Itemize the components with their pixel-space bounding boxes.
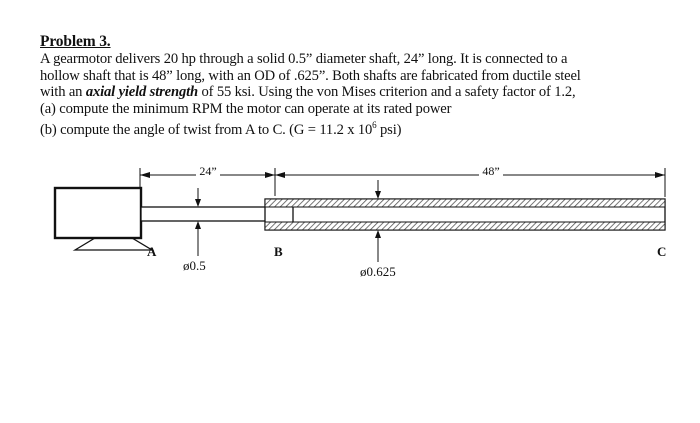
- solid-diameter-label: ø0.5: [183, 258, 206, 273]
- problem-line-2: hollow shaft that is 48” long, with an O…: [40, 67, 581, 84]
- line-3-end: of 55 ksi. Using the von Mises criterion…: [197, 84, 576, 100]
- point-c-label: C: [657, 244, 666, 259]
- dimension-label-48: 48”: [482, 164, 499, 178]
- leader-arrowhead: [195, 199, 201, 207]
- leader-arrowhead: [195, 221, 201, 229]
- support-triangle-a: [72, 237, 155, 251]
- point-b-label: B: [274, 244, 283, 259]
- leader-arrowhead: [375, 191, 381, 199]
- problem-part-b: (b) compute the angle of twist from A to…: [40, 117, 680, 138]
- problem-line-3: with an axial yield strength of 55 ksi. …: [40, 84, 680, 101]
- problem-statement: Problem 3. A gearmotor delivers 20 hp th…: [40, 33, 680, 138]
- part-b-end: psi): [376, 121, 402, 138]
- hollow-shaft-top-wall: [264, 198, 666, 208]
- leader-arrowhead: [375, 230, 381, 238]
- hollow-diameter-label: ø0.625: [360, 264, 396, 279]
- problem-part-a: (a) compute the minimum RPM the motor ca…: [40, 100, 452, 117]
- exponent: 6: [372, 120, 377, 130]
- dim-label-bg: [479, 164, 503, 177]
- dimension-label-24: 24”: [199, 164, 216, 178]
- line-3-start: with an: [40, 84, 86, 100]
- dim-arrowhead: [275, 172, 285, 178]
- part-b-start: (b) compute the angle of twist from A to…: [40, 121, 373, 138]
- hollow-shaft-bottom-wall: [264, 221, 666, 231]
- dim-arrowhead: [140, 172, 150, 178]
- problem-line-1: A gearmotor delivers 20 hp through a sol…: [40, 51, 568, 67]
- gearmotor-block: [53, 186, 143, 240]
- dim-arrowhead: [655, 172, 665, 178]
- dim-label-bg: [196, 164, 220, 177]
- dim-arrowhead: [265, 172, 275, 178]
- point-a-label: A: [147, 244, 157, 259]
- problem-title: Problem 3.: [40, 33, 111, 50]
- axial-yield-strength-emphasis: axial yield strength: [85, 84, 198, 100]
